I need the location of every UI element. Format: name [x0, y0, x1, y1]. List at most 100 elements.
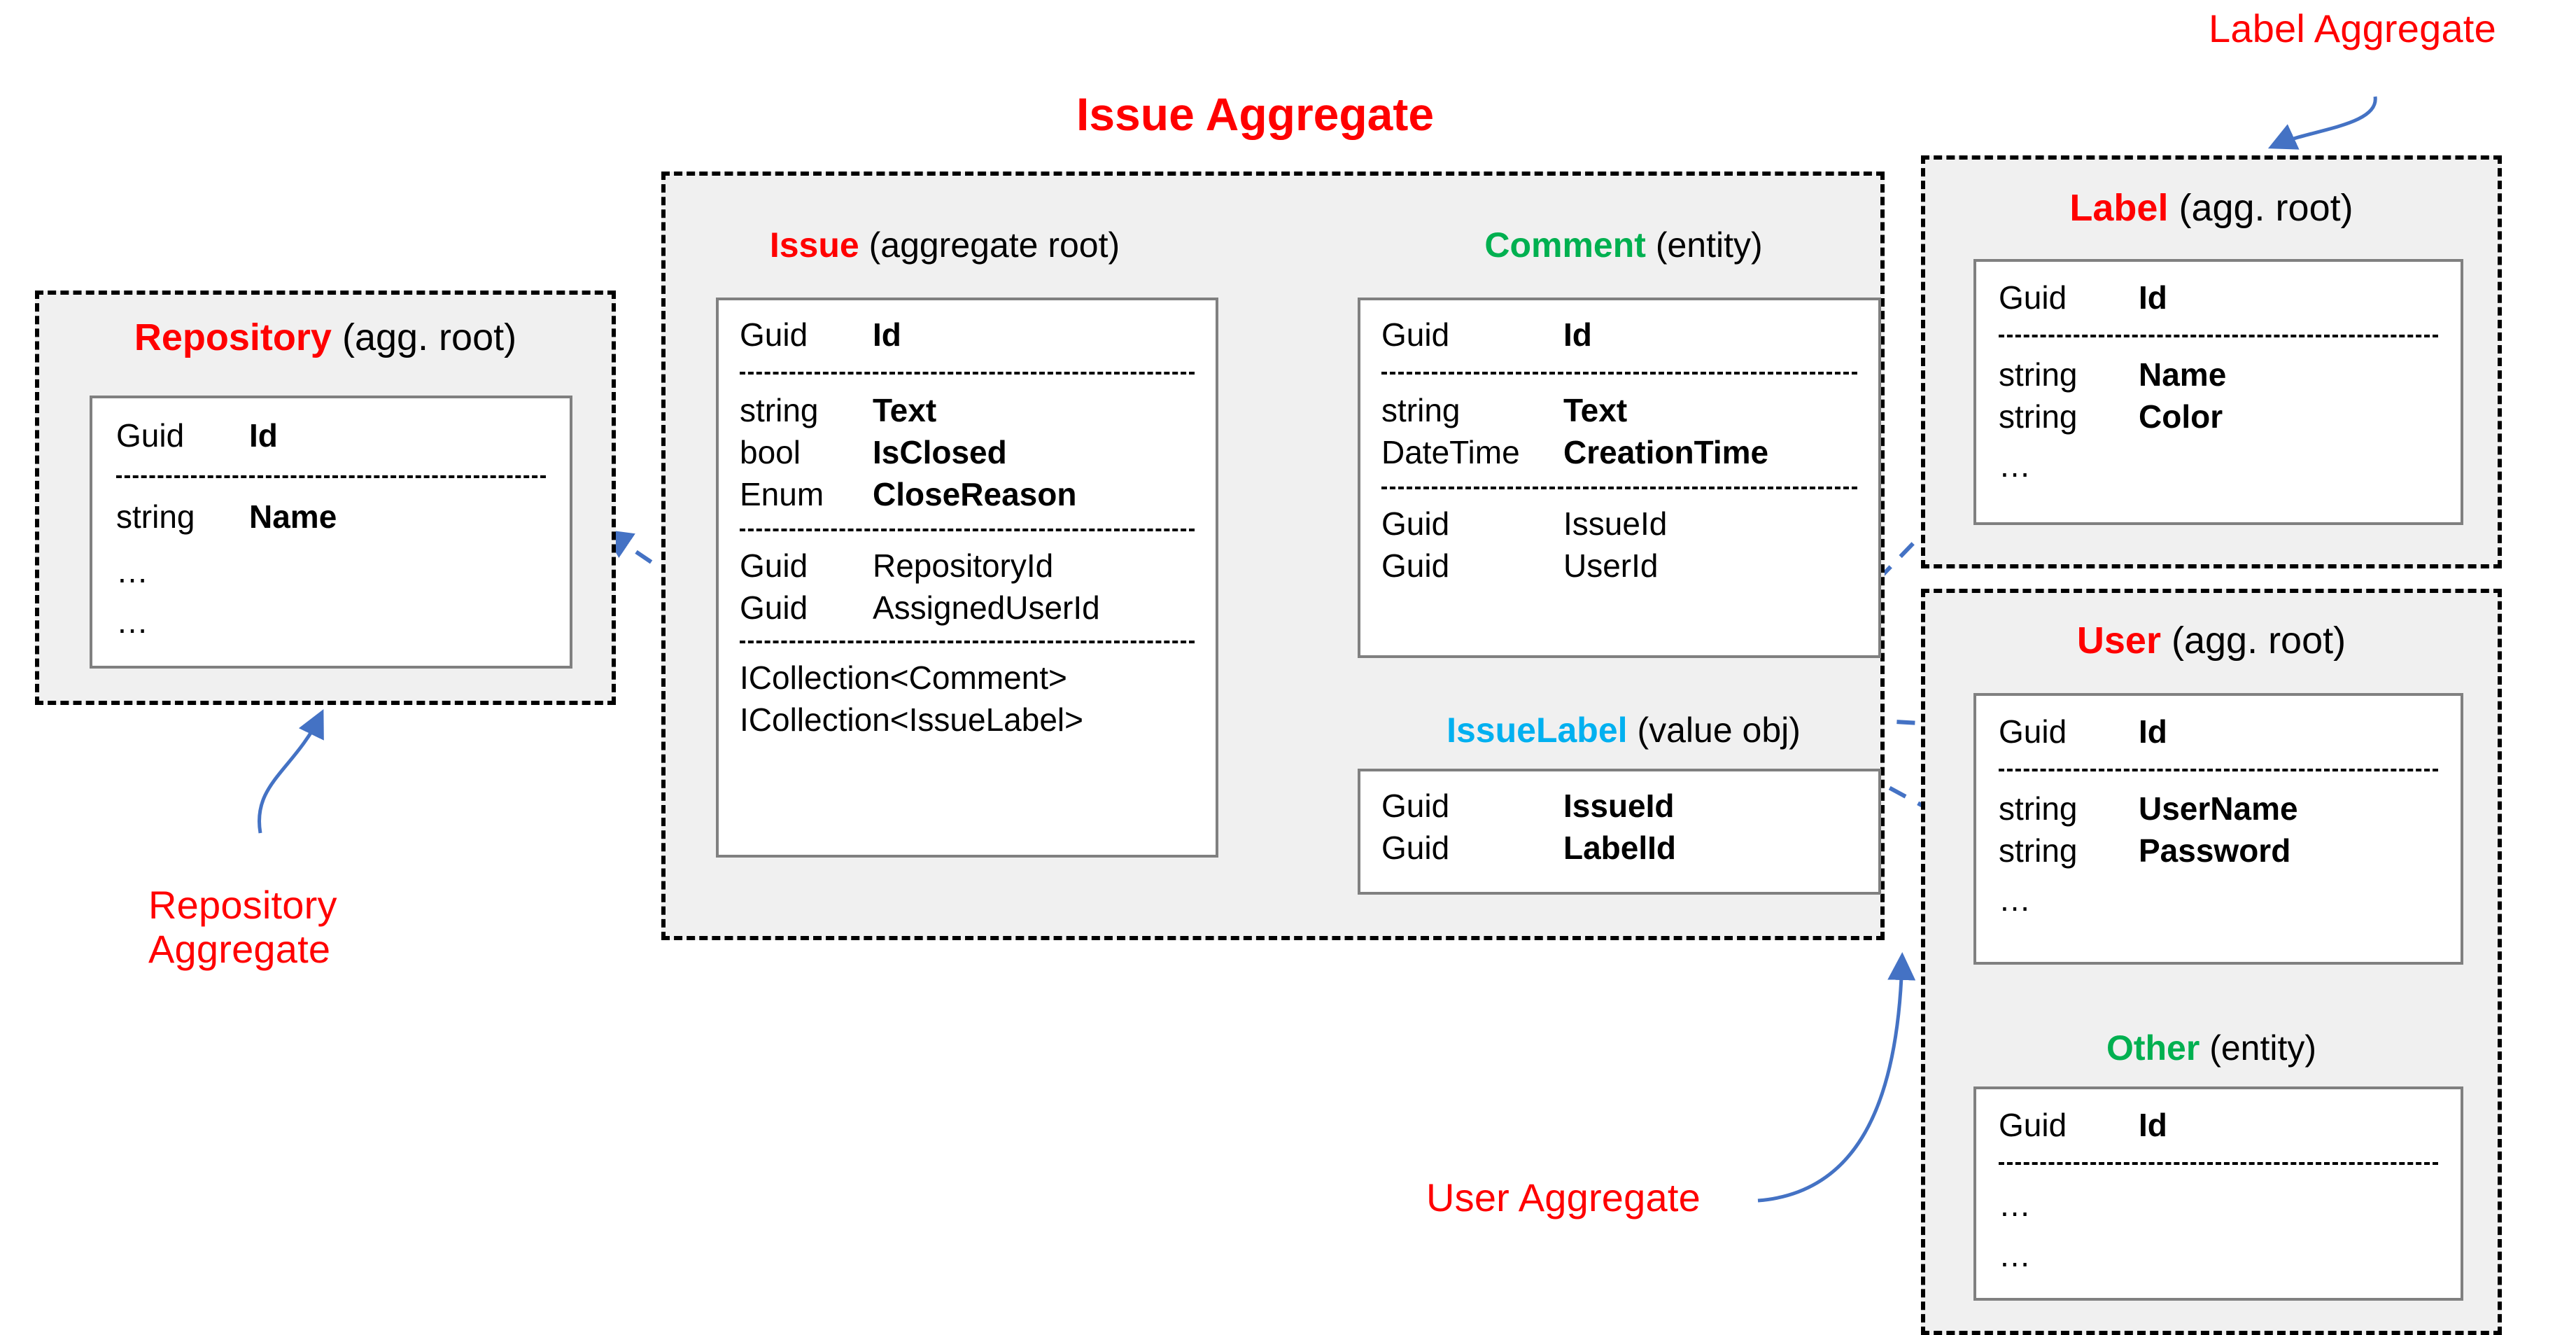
field-name: Id [1563, 316, 1592, 353]
card-row: Guid Id [1999, 715, 2438, 748]
field-name: Id [2139, 713, 2167, 750]
field-type: DateTime [1381, 434, 1520, 470]
field-type: Guid [1999, 713, 2067, 750]
field-name: UserName [2139, 790, 2298, 827]
field-collection: ICollection<IssueLabel> [740, 701, 1083, 738]
card-row: string UserName [1999, 792, 2438, 825]
field-type: … [116, 553, 148, 589]
field-name: AssignedUserId [873, 589, 1100, 626]
card-separator [740, 641, 1195, 643]
card-row: Guid Id [1381, 319, 1857, 351]
field-type: Guid [740, 316, 808, 353]
card-row: Guid Id [1999, 1109, 2438, 1141]
card-row: Guid IssueId [1381, 508, 1857, 540]
card-separator [1999, 335, 2438, 337]
comment-entity-name: Comment [1484, 225, 1646, 265]
field-name: Id [873, 316, 901, 353]
field-name: Id [2139, 279, 2167, 316]
user-entity-name: User [2076, 620, 2161, 662]
card-row: Guid Id [1999, 281, 2438, 314]
comment-entity-kind: (entity) [1655, 225, 1763, 265]
field-type: … [1999, 447, 2031, 484]
card-row: string Name [1999, 358, 2438, 391]
repository-card: Guid Id string Name … … [90, 396, 572, 669]
card-row: … [116, 606, 546, 638]
card-separator [1381, 487, 1857, 489]
card-row: Guid UserId [1381, 550, 1857, 582]
label-entity-name: Label [2069, 187, 2169, 229]
field-name: IssueId [1563, 788, 1675, 824]
card-row: … [1999, 1189, 2438, 1221]
card-row: Guid AssignedUserId [740, 592, 1195, 624]
card-separator [1999, 1162, 2438, 1165]
other-entity-name: Other [2106, 1028, 2200, 1068]
repository-entity-title: Repository (agg. root) [35, 319, 616, 356]
issue-entity-title: Issue (aggregate root) [700, 228, 1190, 263]
user-entity-title: User (agg. root) [1921, 622, 2502, 659]
card-row: … [1999, 449, 2438, 482]
field-name: Color [2139, 398, 2223, 435]
label-card: Guid Id string Name string Color … [1973, 259, 2463, 525]
comment-entity-title: Comment (entity) [1358, 228, 1889, 263]
card-row: … [116, 555, 546, 587]
card-row: … [1999, 1239, 2438, 1271]
field-name: Id [249, 417, 278, 454]
field-collection: ICollection<Comment> [740, 659, 1067, 696]
card-row: Guid LabelId [1381, 832, 1857, 864]
card-row: string Text [1381, 394, 1857, 426]
card-row: string Name [116, 501, 546, 533]
callout-arrow-repository-aggregate [258, 709, 324, 834]
field-type: Guid [740, 589, 808, 626]
callout-user-aggregate: User Aggregate [1426, 1175, 1701, 1219]
card-separator [1999, 769, 2438, 771]
callout-label-aggregate: Label Aggregate [2209, 6, 2496, 50]
callout-repository-aggregate: Repository Aggregate [148, 883, 337, 971]
field-type: Guid [116, 417, 185, 454]
field-type: bool [740, 434, 801, 470]
field-type: Guid [1381, 788, 1450, 824]
field-name: Password [2139, 832, 2291, 869]
other-card: Guid Id … … [1973, 1086, 2463, 1301]
user-card: Guid Id string UserName string Password … [1973, 693, 2463, 965]
field-type: string [1999, 398, 2078, 435]
issue-entity-name: Issue [769, 225, 859, 265]
field-type: Guid [1381, 830, 1450, 866]
card-separator [740, 529, 1195, 531]
other-entity-title: Other (entity) [1921, 1030, 2502, 1065]
repository-entity-name: Repository [134, 316, 332, 358]
field-name: UserId [1563, 547, 1659, 584]
card-row: Guid Id [116, 419, 546, 452]
field-type: … [1999, 1237, 2031, 1273]
field-type: … [1999, 1187, 2031, 1223]
field-type: … [1999, 881, 2031, 918]
issue-entity-kind: (aggregate root) [868, 225, 1120, 265]
card-row: Enum CloseReason [740, 478, 1195, 510]
card-separator [116, 475, 546, 478]
card-separator [740, 372, 1195, 375]
user-entity-kind: (agg. root) [2171, 620, 2346, 662]
field-name: Name [249, 498, 337, 535]
field-type: Guid [740, 547, 808, 584]
field-name: IssueId [1563, 505, 1668, 542]
other-entity-kind: (entity) [2209, 1028, 2317, 1068]
label-entity-title: Label (agg. root) [1921, 189, 2502, 227]
issuelabel-entity-name: IssueLabel [1447, 711, 1628, 750]
field-type: string [116, 498, 195, 535]
field-type: Guid [1381, 505, 1450, 542]
field-type: … [116, 603, 148, 640]
field-type: Guid [1381, 547, 1450, 584]
field-name: Text [1563, 392, 1628, 428]
callout-arrow-user-aggregate [1757, 952, 1916, 1203]
comment-card: Guid Id string Text DateTime CreationTim… [1358, 298, 1881, 658]
issuelabel-entity-title: IssueLabel (value obj) [1358, 713, 1889, 748]
repository-entity-kind: (agg. root) [342, 316, 517, 358]
label-entity-kind: (agg. root) [2179, 187, 2353, 229]
field-type: Guid [1381, 316, 1450, 353]
field-type: string [1999, 356, 2078, 393]
field-type: Guid [1999, 1107, 2067, 1143]
card-row: string Color [1999, 400, 2438, 433]
field-type: string [1381, 392, 1461, 428]
card-row: Guid Id [740, 319, 1195, 351]
field-name: Name [2139, 356, 2227, 393]
field-type: string [1999, 790, 2078, 827]
